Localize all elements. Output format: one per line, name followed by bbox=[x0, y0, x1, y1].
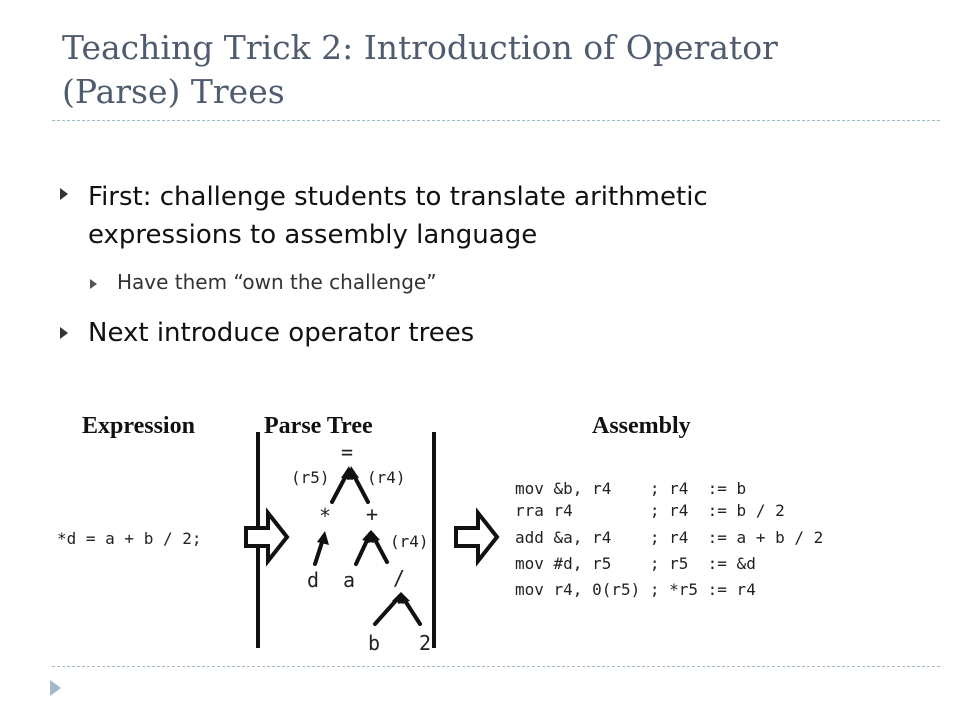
tree-arrowheads bbox=[317, 466, 410, 604]
title-divider bbox=[52, 120, 940, 121]
tree-node-a: a bbox=[343, 568, 356, 592]
header-assembly: Assembly bbox=[592, 413, 691, 439]
sub-bullet-arrow-icon bbox=[90, 279, 97, 289]
bullet-own-challenge: Have them “own the challenge” bbox=[117, 270, 437, 294]
tree-node-plus: + bbox=[366, 502, 379, 526]
flow-arrow-icon bbox=[454, 507, 500, 567]
bullet-next: Next introduce operator trees bbox=[88, 318, 475, 348]
footer-divider bbox=[52, 666, 940, 667]
expression-code: *d = a + b / 2; bbox=[57, 529, 202, 548]
bullet-arrow-icon bbox=[60, 188, 68, 200]
bullet-arrow-icon bbox=[60, 327, 68, 339]
flow-arrow-icon bbox=[244, 507, 290, 567]
tree-reg-r4-mid: (r4) bbox=[390, 532, 429, 551]
assembly-line: rra r4 ; r4 := b / 2 bbox=[515, 501, 785, 520]
assembly-line: mov #d, r5 ; r5 := &d bbox=[515, 554, 756, 573]
tree-reg-r5: (r5) bbox=[291, 468, 330, 487]
slide-title: Teaching Trick 2: Introduction of Operat… bbox=[62, 28, 778, 111]
tree-node-deref: * bbox=[319, 504, 332, 528]
header-expression: Expression bbox=[82, 413, 195, 439]
assembly-line: mov &b, r4 ; r4 := b bbox=[515, 479, 747, 498]
assembly-line: add &a, r4 ; r4 := a + b / 2 bbox=[515, 528, 824, 547]
assembly-line: mov r4, 0(r5) ; *r5 := r4 bbox=[515, 580, 756, 599]
tree-reg-r4-top: (r4) bbox=[367, 468, 406, 487]
tree-node-2: 2 bbox=[419, 631, 432, 655]
tree-node-b: b bbox=[368, 631, 381, 655]
bullet-first: First: challenge students to translate a… bbox=[88, 182, 708, 250]
header-parse-tree: Parse Tree bbox=[264, 413, 373, 439]
tree-node-d: d bbox=[307, 568, 320, 592]
tree-node-divide: / bbox=[393, 566, 406, 590]
tree-node-assign: = bbox=[341, 440, 354, 464]
footer-arrow-icon bbox=[50, 680, 61, 696]
